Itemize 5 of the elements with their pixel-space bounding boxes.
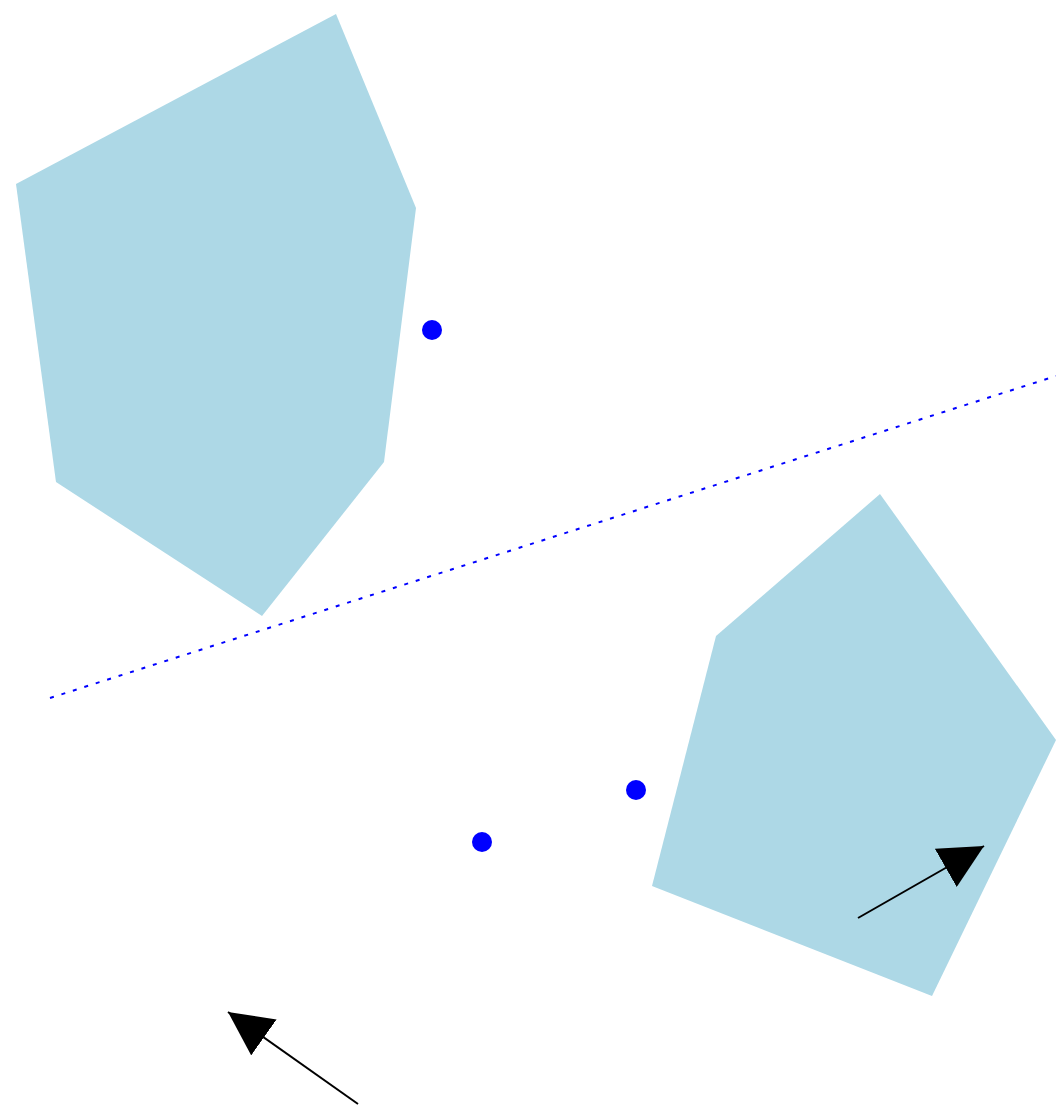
point-dot: [472, 832, 492, 852]
polygon-shape: [16, 14, 416, 616]
point-dot: [422, 320, 442, 340]
point-dot: [626, 780, 646, 800]
polygon-shape: [652, 494, 1056, 996]
